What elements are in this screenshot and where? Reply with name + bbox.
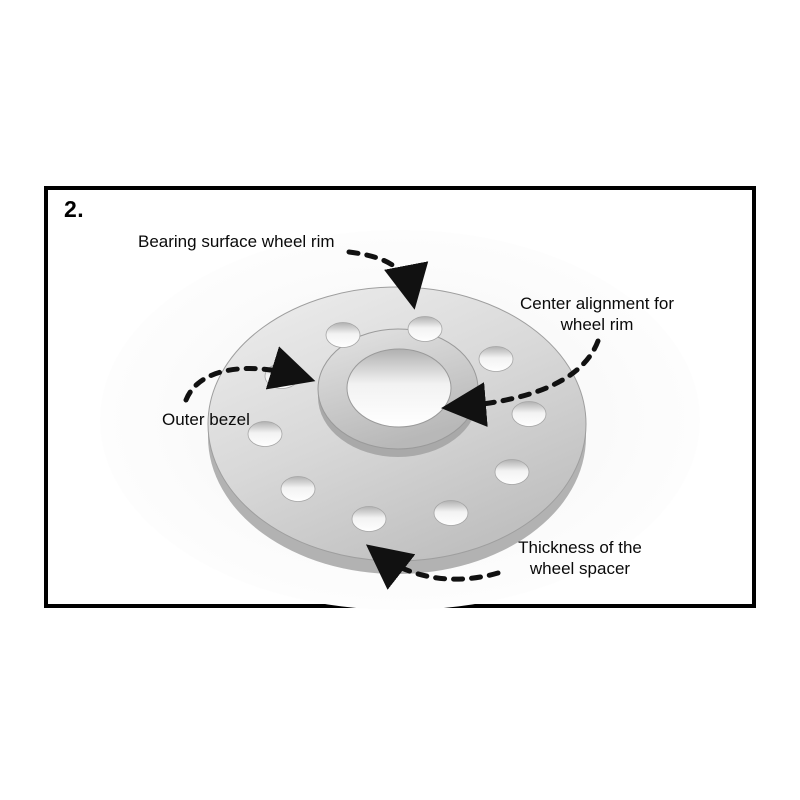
label-outer-bezel-text: Outer bezel bbox=[162, 410, 250, 429]
arrow-bearing-surface bbox=[346, 249, 429, 310]
label-outer-bezel: Outer bezel bbox=[162, 409, 272, 430]
bolt-hole bbox=[494, 459, 530, 485]
arrow-outer-bezel bbox=[183, 346, 316, 403]
bolt-hole bbox=[280, 476, 316, 502]
bolt-hole bbox=[407, 316, 443, 342]
label-center-alignment-line2: wheel rim bbox=[560, 315, 634, 334]
bolt-hole bbox=[247, 421, 283, 447]
label-bearing-surface: Bearing surface wheel rim bbox=[138, 231, 370, 252]
label-thickness-line2: wheel spacer bbox=[529, 559, 631, 578]
label-center-alignment: Center alignment for wheel rim bbox=[502, 293, 692, 335]
center-bore bbox=[346, 348, 452, 428]
label-bearing-surface-text: Bearing surface wheel rim bbox=[138, 232, 335, 251]
bolt-hole bbox=[264, 363, 300, 389]
bolt-hole bbox=[478, 346, 514, 372]
label-thickness: Thickness of the wheel spacer bbox=[498, 537, 662, 579]
label-thickness-line1: Thickness of the bbox=[518, 538, 642, 557]
bolt-holes bbox=[247, 316, 547, 532]
step-number: 2. bbox=[64, 196, 85, 222]
bolt-hole bbox=[433, 500, 469, 526]
bolt-hole bbox=[351, 506, 387, 532]
bolt-hole bbox=[511, 401, 547, 427]
bolt-hole bbox=[325, 322, 361, 348]
label-center-alignment-line1: Center alignment for bbox=[519, 294, 675, 313]
arrow-thickness bbox=[365, 544, 501, 590]
arrow-center-alignment bbox=[441, 338, 601, 427]
